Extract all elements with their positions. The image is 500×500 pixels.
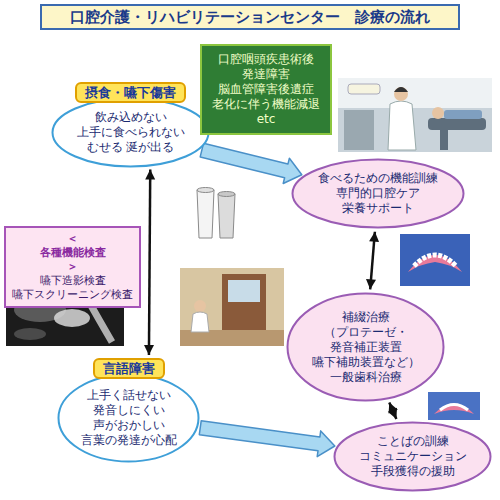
text-block: 飲み込めない 上手に食べられない むせる 涎が出る	[77, 110, 185, 155]
equipment	[344, 110, 374, 150]
box-text: 補綴治療 （プロテーゼ・ 発音補正装置 嚥下補助装置など） 一般歯科治療	[312, 310, 420, 385]
treatment-ellipse: 補綴治療 （プロテーゼ・ 発音補正装置 嚥下補助装置など） 一般歯科治療	[286, 292, 445, 402]
dentist-photo	[338, 78, 492, 152]
double-arrow	[366, 232, 379, 290]
denture-teeth	[414, 255, 456, 266]
text-block: 補綴治療 （プロテーゼ・ 発音補正装置 嚥下補助装置など） 一般歯科治療	[312, 310, 420, 385]
cause-box: 口腔咽頭疾患術後 発達障害 脳血管障害後遺症 老化に伴う機能減退 etc	[200, 44, 332, 135]
heading-badge: 摂食・嚥下傷害	[75, 82, 186, 103]
double-arrow	[144, 169, 155, 355]
arrow-head	[366, 279, 376, 289]
double-arrow	[388, 402, 398, 419]
denture-gum	[434, 404, 474, 414]
nurse-head	[194, 300, 206, 312]
exam-box: ＜各種機能検査＞嚥下造影検査 嚥下スクリーニング検査	[4, 226, 141, 308]
cups-photo	[197, 188, 235, 239]
xray-shadow	[14, 328, 46, 340]
title-box: 口腔介護・リハビリテーションセンター 診療の流れ	[40, 4, 460, 30]
text-block: ＜各種機能検査＞嚥下造影検査 嚥下スクリーニング検査	[12, 232, 133, 302]
symptom-ellipse: 飲み込めない 上手に食べられない むせる 涎が出る摂食・嚥下傷害	[51, 97, 210, 168]
training-ellipse: ことばの訓練 コミュニケーション 手段獲得の援助	[333, 421, 492, 492]
box-text: 嚥下造影検査 嚥下スクリーニング検査	[12, 274, 133, 302]
office-wall	[180, 268, 284, 346]
denture-teeth	[440, 405, 468, 411]
door-window	[228, 280, 260, 302]
photo-wall	[338, 78, 492, 108]
cup	[218, 194, 235, 238]
arrow-head	[389, 402, 398, 413]
denture-gum	[408, 255, 462, 272]
arrow-head	[144, 345, 154, 355]
xray-bone	[54, 309, 90, 327]
ellipse-shape	[59, 375, 199, 462]
box-text: 口腔咽頭疾患術後 発達障害 脳血管障害後遺症 老化に伴う機能減退 etc	[212, 52, 320, 127]
dental-chair	[428, 118, 486, 130]
patient-head	[432, 107, 444, 119]
box-text: ことばの訓練 コミュニケーション 手段獲得の援助	[359, 434, 467, 479]
chair-leg	[440, 130, 448, 150]
photo-ground	[400, 234, 470, 286]
office-photo	[180, 268, 284, 346]
dentist-coat	[388, 101, 416, 150]
denture-photo	[400, 234, 470, 286]
block-arrow-shape	[200, 143, 302, 183]
symptom-ellipse: 上手く話せない 発音しにくい 声がおかしい 言葉の発達が心配言語障害	[57, 373, 200, 463]
block-arrow	[200, 143, 302, 183]
title-text: 口腔介護・リハビリテーションセンター 診療の流れ	[70, 7, 430, 27]
nurse-body	[191, 312, 209, 332]
box-text: 食べるための機能訓練 専門的口腔ケア 栄養サポート	[318, 171, 438, 216]
ellipse-shape	[335, 423, 491, 491]
box-text: 飲み込めない 上手に食べられない むせる 涎が出る	[77, 110, 185, 155]
cup	[197, 190, 214, 238]
cup-rim	[197, 188, 214, 193]
text-block: ことばの訓練 コミュニケーション 手段獲得の援助	[359, 434, 467, 479]
ellipse-shape	[53, 99, 209, 167]
photo-ground	[338, 78, 492, 152]
office-door	[222, 274, 266, 330]
dentist-head	[394, 87, 408, 101]
cup-rim	[218, 192, 235, 197]
box-text: 上手く話せない 発音しにくい 声がおかしい 言葉の発達が心配	[81, 388, 177, 448]
arrow-head	[145, 169, 155, 179]
text-block: 上手く話せない 発音しにくい 声がおかしい 言葉の発達が心配	[81, 388, 177, 448]
block-arrow	[199, 421, 334, 457]
heading-badge: 言語障害	[93, 358, 165, 379]
badge-holder: 摂食・嚥下傷害	[51, 82, 210, 103]
arrow-line	[149, 169, 150, 355]
small-denture-photo	[428, 392, 480, 420]
text-block: 食べるための機能訓練 専門的口腔ケア 栄養サポート	[318, 171, 438, 216]
ellipse-shape	[293, 160, 464, 228]
dentist-hair	[394, 87, 408, 92]
photo-ground	[428, 392, 480, 420]
ellipse-shape	[288, 294, 444, 401]
block-arrow-shape	[199, 421, 334, 457]
treatment-ellipse: 食べるための機能訓練 専門的口腔ケア 栄養サポート	[291, 158, 465, 229]
arrow-head	[369, 232, 379, 242]
box-heading: ＜各種機能検査＞	[40, 232, 106, 274]
lamp	[348, 84, 380, 94]
patient-body	[444, 110, 482, 119]
badge-holder: 言語障害	[57, 358, 200, 379]
text-block: 口腔咽頭疾患術後 発達障害 脳血管障害後遺症 老化に伴う機能減退 etc	[212, 52, 320, 127]
